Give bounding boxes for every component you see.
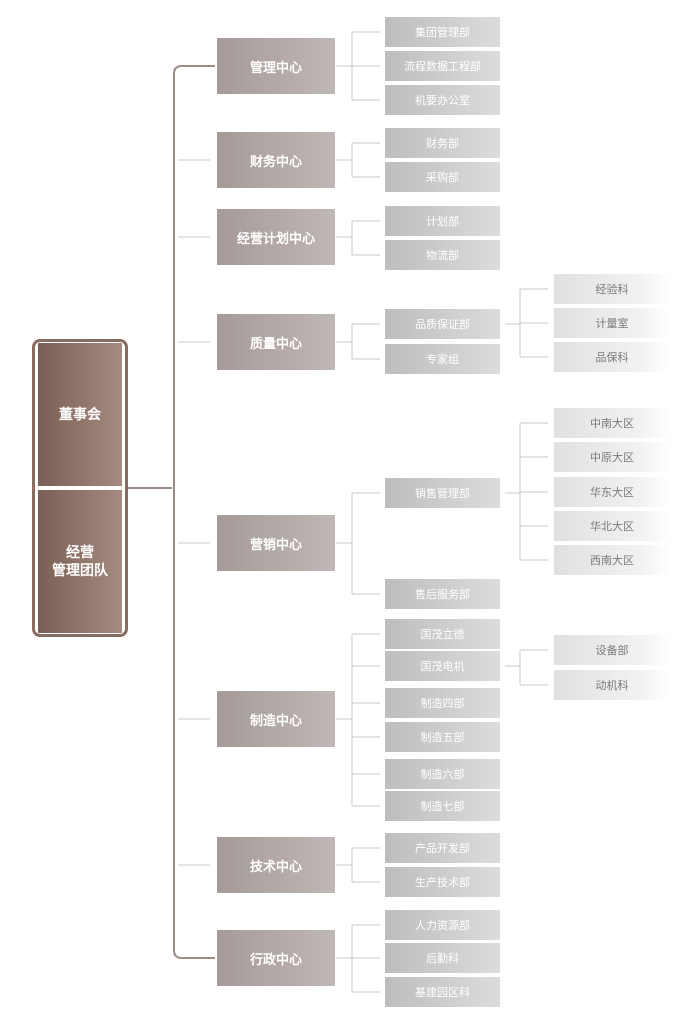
department-box: 销售管理部 (385, 478, 500, 508)
department-box: 国茂立德 (385, 619, 500, 649)
department-box: 制造四部 (385, 688, 500, 718)
center-box: 质量中心 (217, 314, 335, 370)
sub-department-box: 经验科 (554, 274, 670, 304)
center-box: 经营计划中心 (217, 209, 335, 265)
center-box: 财务中心 (217, 132, 335, 188)
center-box: 管理中心 (217, 38, 335, 94)
sub-department-box: 动机科 (554, 670, 670, 700)
management-team-box: 经营 管理团队 (38, 490, 122, 633)
sub-department-box: 华东大区 (554, 477, 670, 507)
department-box: 制造七部 (385, 791, 500, 821)
center-box: 行政中心 (217, 930, 335, 986)
department-box: 生产技术部 (385, 867, 500, 897)
department-box: 售后服务部 (385, 579, 500, 609)
root-frame (32, 339, 128, 637)
board-of-directors-box: 董事会 (38, 343, 122, 486)
sub-department-box: 中南大区 (554, 408, 670, 438)
department-box: 人力资源部 (385, 910, 500, 940)
department-box: 品质保证部 (385, 309, 500, 339)
department-box: 流程数据工程部 (385, 51, 500, 81)
department-box: 计划部 (385, 206, 500, 236)
sub-department-box: 品保科 (554, 342, 670, 372)
department-box: 财务部 (385, 128, 500, 158)
sub-department-box: 西南大区 (554, 545, 670, 575)
department-box: 物流部 (385, 240, 500, 270)
sub-department-box: 中原大区 (554, 442, 670, 472)
sub-department-box: 设备部 (554, 635, 670, 665)
center-box: 制造中心 (217, 691, 335, 747)
department-box: 制造五部 (385, 722, 500, 752)
center-box: 技术中心 (217, 837, 335, 893)
department-box: 集团管理部 (385, 17, 500, 47)
department-box: 基建园区科 (385, 977, 500, 1007)
department-box: 专家组 (385, 344, 500, 374)
department-box: 后勤科 (385, 943, 500, 973)
sub-department-box: 华北大区 (554, 511, 670, 541)
department-box: 产品开发部 (385, 833, 500, 863)
department-box: 制造六部 (385, 759, 500, 789)
department-box: 采购部 (385, 162, 500, 192)
trunk-line (173, 65, 215, 959)
sub-department-box: 计量室 (554, 308, 670, 338)
department-box: 国茂电机 (385, 651, 500, 681)
department-box: 机要办公室 (385, 85, 500, 115)
center-box: 营销中心 (217, 515, 335, 571)
